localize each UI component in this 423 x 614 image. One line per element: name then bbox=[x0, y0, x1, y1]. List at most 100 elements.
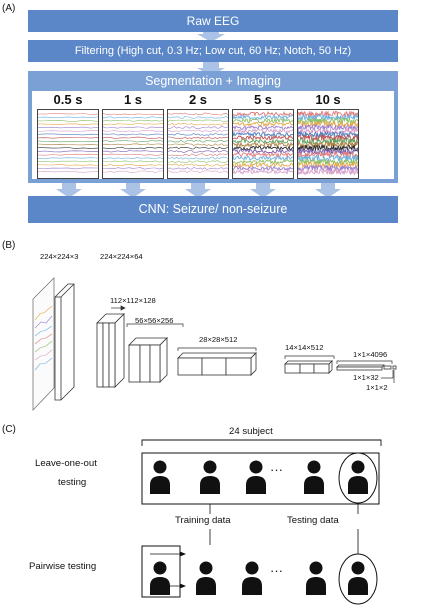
eeg-trace bbox=[38, 116, 98, 119]
eeg-trace bbox=[168, 153, 228, 157]
eeg-image-5s bbox=[232, 109, 294, 179]
duration-label-5s: 5 s bbox=[253, 92, 273, 107]
eeg-trace bbox=[298, 167, 358, 176]
eeg-trace bbox=[103, 136, 163, 139]
eeg-trace bbox=[168, 139, 228, 143]
eeg-traces bbox=[168, 112, 228, 174]
eeg-trace bbox=[103, 163, 163, 167]
person-icon bbox=[196, 561, 216, 595]
person-icon bbox=[200, 460, 220, 494]
eeg-trace bbox=[233, 134, 293, 141]
eeg-trace bbox=[103, 113, 163, 116]
eeg-trace bbox=[298, 150, 358, 159]
eeg-image-2s bbox=[167, 109, 229, 179]
person-icon bbox=[306, 561, 326, 595]
eeg-trace bbox=[233, 165, 293, 172]
person-icon bbox=[150, 460, 170, 494]
eeg-trace bbox=[233, 131, 293, 138]
layer-label-conv5: 14×14×512 bbox=[285, 343, 324, 352]
eeg-trace bbox=[103, 119, 163, 122]
eeg-trace bbox=[103, 143, 163, 146]
conv3-block bbox=[128, 337, 168, 383]
subject-bracket bbox=[141, 439, 382, 446]
duration-label-2s: 2 s bbox=[188, 92, 208, 107]
eeg-trace bbox=[38, 113, 98, 115]
arrow-img1-to-cnn bbox=[56, 183, 82, 198]
duration-label-1s: 1 s bbox=[123, 92, 143, 107]
eeg-trace bbox=[38, 133, 98, 136]
eeg-trace bbox=[103, 140, 163, 143]
pairwise-train-box bbox=[141, 545, 181, 598]
eeg-trace bbox=[168, 112, 228, 116]
eeg-trace bbox=[298, 123, 358, 132]
eeg-trace bbox=[38, 157, 98, 159]
eeg-trace bbox=[103, 160, 163, 163]
eeg-trace bbox=[233, 145, 293, 151]
layer-label-conv2: 112×112×128 bbox=[110, 296, 156, 305]
conv5-block bbox=[284, 360, 333, 374]
eeg-trace bbox=[168, 143, 228, 147]
eeg-trace bbox=[168, 115, 228, 119]
eeg-trace bbox=[168, 163, 228, 167]
eeg-trace bbox=[38, 164, 98, 166]
input-image-slab bbox=[32, 277, 55, 411]
eeg-trace bbox=[168, 160, 228, 163]
conv4-block bbox=[177, 352, 257, 376]
eeg-trace bbox=[38, 160, 98, 163]
eeg-trace bbox=[38, 147, 98, 149]
eeg-trace bbox=[103, 126, 163, 129]
eeg-trace bbox=[298, 154, 358, 163]
eeg-trace bbox=[233, 148, 293, 155]
eeg-trace bbox=[38, 150, 98, 153]
layer-label-conv1: 224×224×64 bbox=[100, 252, 143, 261]
conv2-block bbox=[96, 313, 125, 388]
arrow-img2-to-cnn bbox=[120, 183, 146, 198]
eeg-trace bbox=[103, 116, 163, 119]
duration-label-10s: 10 s bbox=[315, 92, 341, 107]
eeg-trace bbox=[38, 130, 98, 132]
eeg-trace bbox=[298, 134, 358, 142]
conv2-arrow bbox=[111, 305, 126, 311]
eeg-trace bbox=[233, 121, 293, 128]
eeg-trace bbox=[298, 126, 358, 136]
eeg-trace bbox=[38, 119, 98, 122]
eeg-trace bbox=[103, 133, 163, 136]
eeg-trace bbox=[233, 138, 293, 145]
eeg-trace bbox=[233, 158, 293, 165]
eeg-trace bbox=[298, 130, 358, 139]
eeg-trace bbox=[38, 123, 98, 126]
eeg-image-10s bbox=[297, 109, 359, 179]
panel-a-label: (A) bbox=[2, 3, 16, 14]
person-icon bbox=[348, 460, 368, 494]
cnn-architecture bbox=[32, 277, 397, 411]
leave-one-out-label-line1: Leave-one-out bbox=[35, 458, 97, 469]
eeg-trace bbox=[298, 113, 358, 122]
eeg-trace bbox=[233, 161, 293, 168]
person-icon-row-pairwise bbox=[150, 561, 368, 595]
eeg-trace bbox=[298, 119, 358, 128]
layer-label-fc1: 1×1×4096 bbox=[353, 350, 388, 359]
fc-layers bbox=[336, 364, 397, 371]
eeg-traces bbox=[103, 113, 163, 173]
eeg-trace bbox=[38, 153, 98, 156]
eeg-trace bbox=[298, 157, 358, 166]
pairwise-testing-label: Pairwise testing bbox=[29, 561, 97, 572]
panel-c-label: (C) bbox=[2, 424, 16, 435]
layer-label-input: 224×224×3 bbox=[40, 252, 79, 261]
eeg-trace bbox=[103, 153, 163, 156]
arrow-img5-to-cnn bbox=[315, 183, 341, 198]
eeg-trace bbox=[103, 157, 163, 160]
eeg-trace bbox=[168, 129, 228, 133]
testing-data-label: Testing data bbox=[287, 515, 339, 526]
pairwise-test-ellipse bbox=[338, 553, 378, 605]
eeg-image-1s bbox=[102, 109, 164, 179]
layer-label-fc3: 1×1×2 bbox=[366, 383, 388, 392]
subject-count-label: 24 subject bbox=[229, 426, 273, 437]
person-icon bbox=[348, 561, 368, 595]
eeg-trace bbox=[233, 168, 293, 175]
ellipsis-pairwise: ··· bbox=[270, 563, 283, 578]
person-icon bbox=[304, 460, 324, 494]
segmentation-title: Segmentation + Imaging bbox=[145, 74, 281, 88]
eeg-trace bbox=[38, 126, 98, 129]
eeg-image-0-5s bbox=[37, 109, 99, 179]
